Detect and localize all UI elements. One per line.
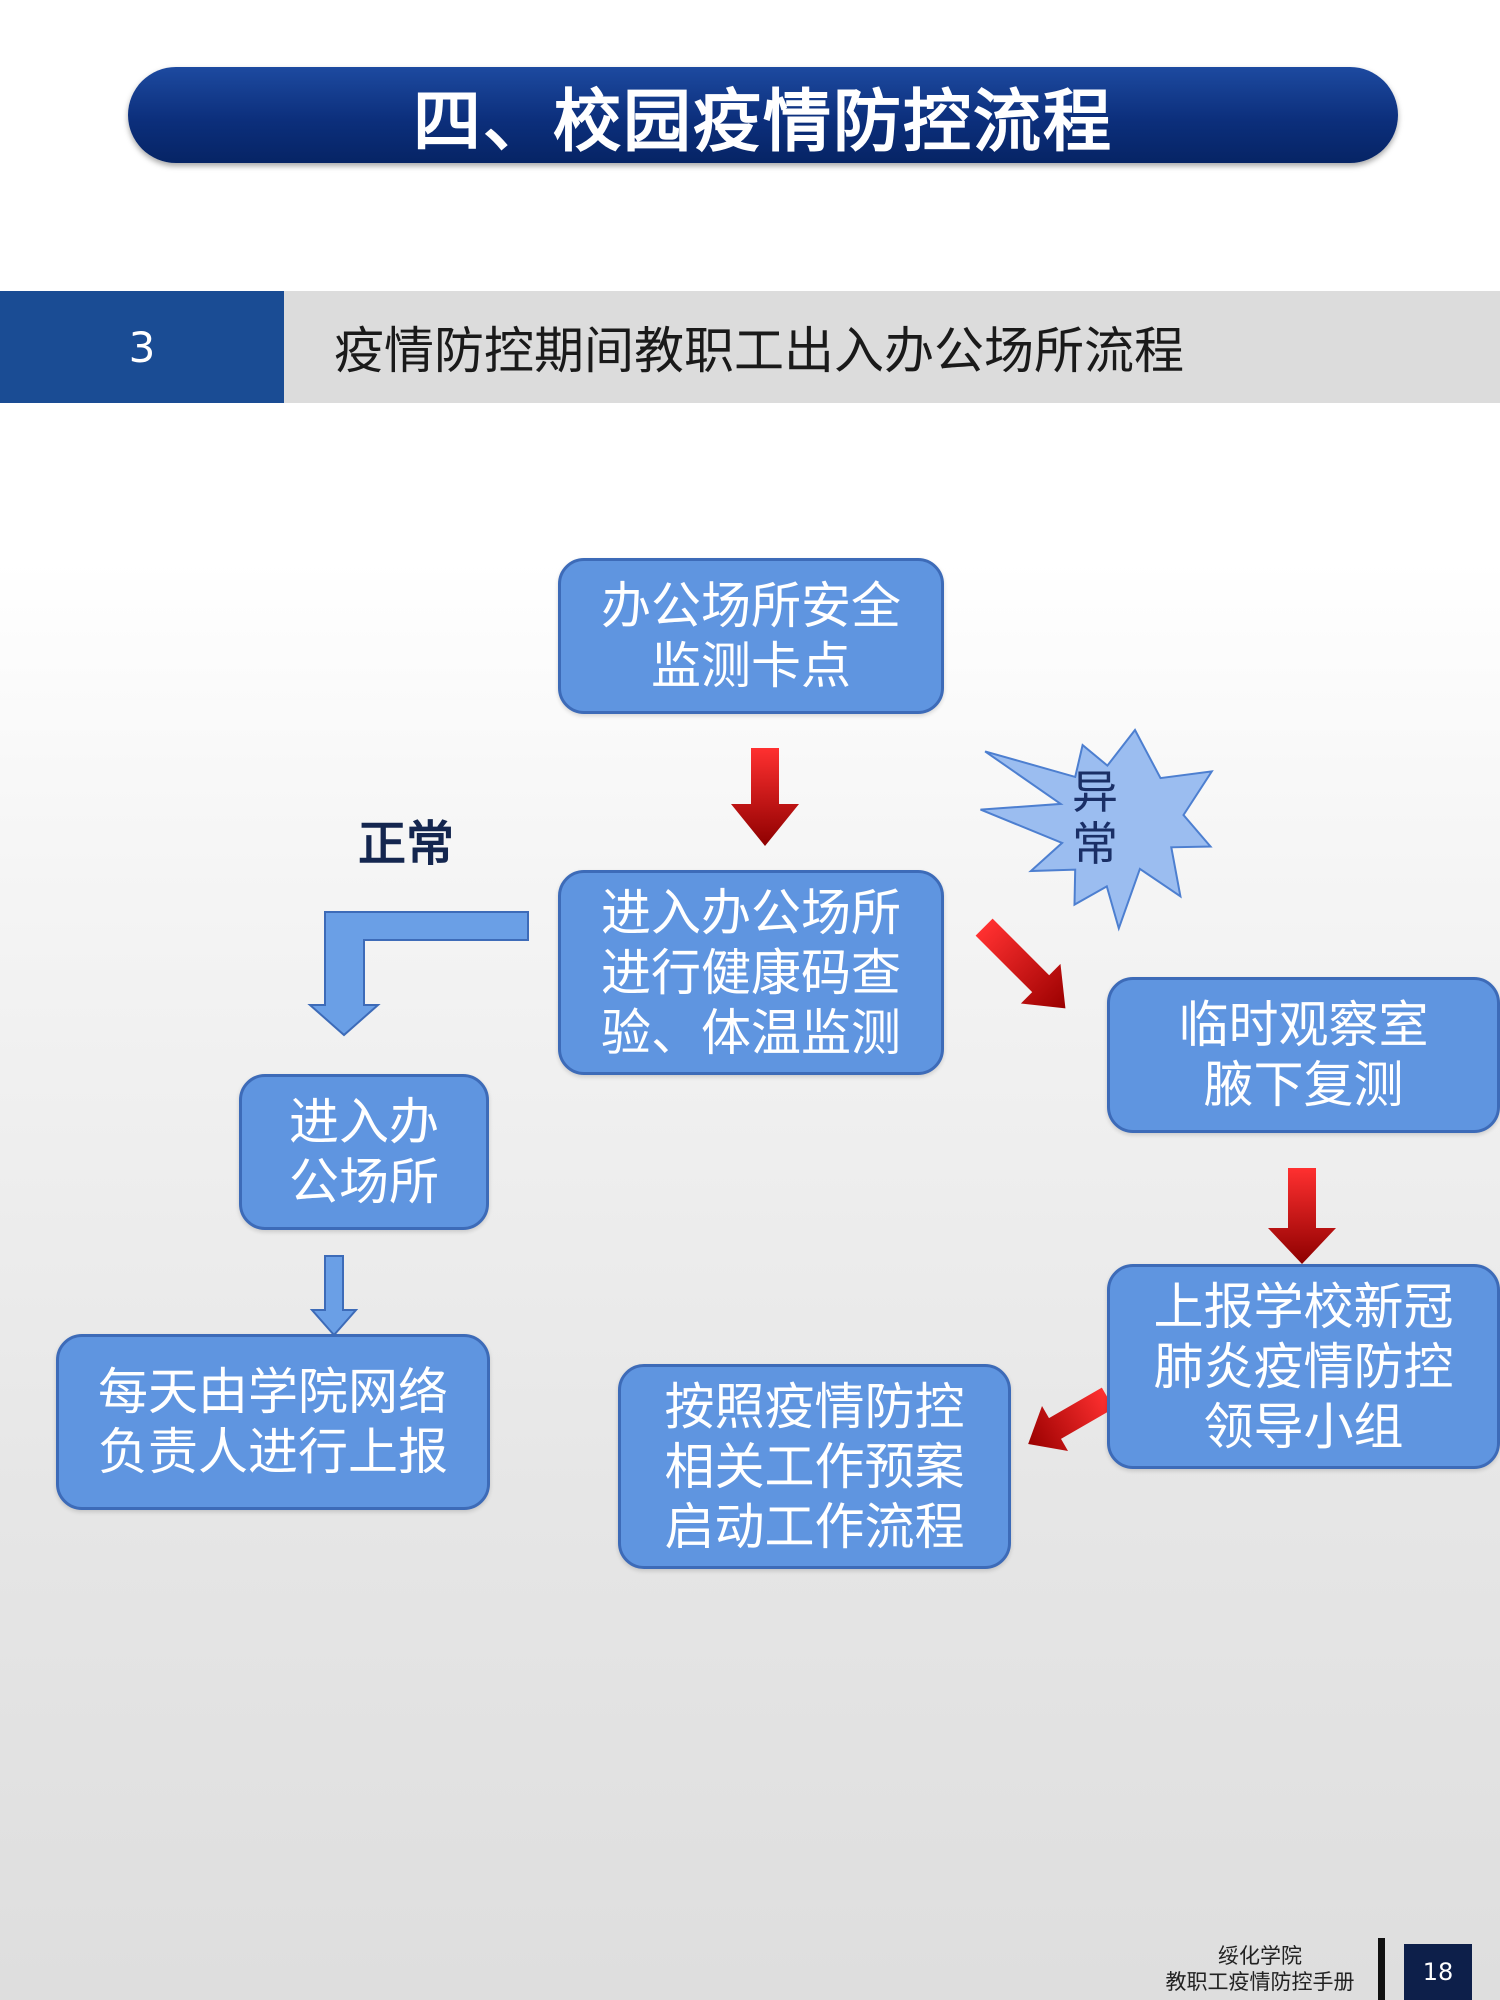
arrow-diagonal-plan [1028,1387,1114,1452]
page-title-banner: 四、校园疫情防控流程 [128,67,1398,163]
section-header: 3 疫情防控期间教职工出入办公场所流程 [0,291,1500,403]
normal-label: 正常 [358,816,455,872]
arrow-down-observation [1268,1168,1336,1264]
abnormal-label: 异 常 [1072,765,1118,871]
footer-school-name: 绥化学院 [1218,1944,1302,1968]
observation-room-box: 临时观察室 腋下复测 [1107,977,1500,1133]
section-title: 疫情防控期间教职工出入办公场所流程 [334,322,1184,380]
arrow-down-report [309,1255,359,1337]
page-title: 四、校园疫情防控流程 [412,82,1113,162]
start-plan-box: 按照疫情防控 相关工作预案 启动工作流程 [618,1364,1011,1569]
section-number: 3 [0,291,284,403]
checkpoint-box: 办公场所安全 监测卡点 [558,558,944,714]
arrow-bent-normal [307,911,529,1037]
health-check-box: 进入办公场所 进行健康码查 验、体温监测 [558,870,944,1075]
arrow-diagonal-abnormal [975,918,1066,1009]
footer-divider [1378,1938,1385,2000]
daily-report-box: 每天由学院网络 负责人进行上报 [56,1334,490,1510]
abnormal-starburst [980,728,1214,932]
footer-manual-name: 教职工疫情防控手册 [1165,1970,1355,1994]
page-number: 18 [1404,1944,1472,2000]
enter-office-box: 进入办 公场所 [239,1074,489,1230]
report-leaders-box: 上报学校新冠 肺炎疫情防控 领导小组 [1107,1264,1500,1469]
arrow-down-checkpoint [731,748,799,846]
